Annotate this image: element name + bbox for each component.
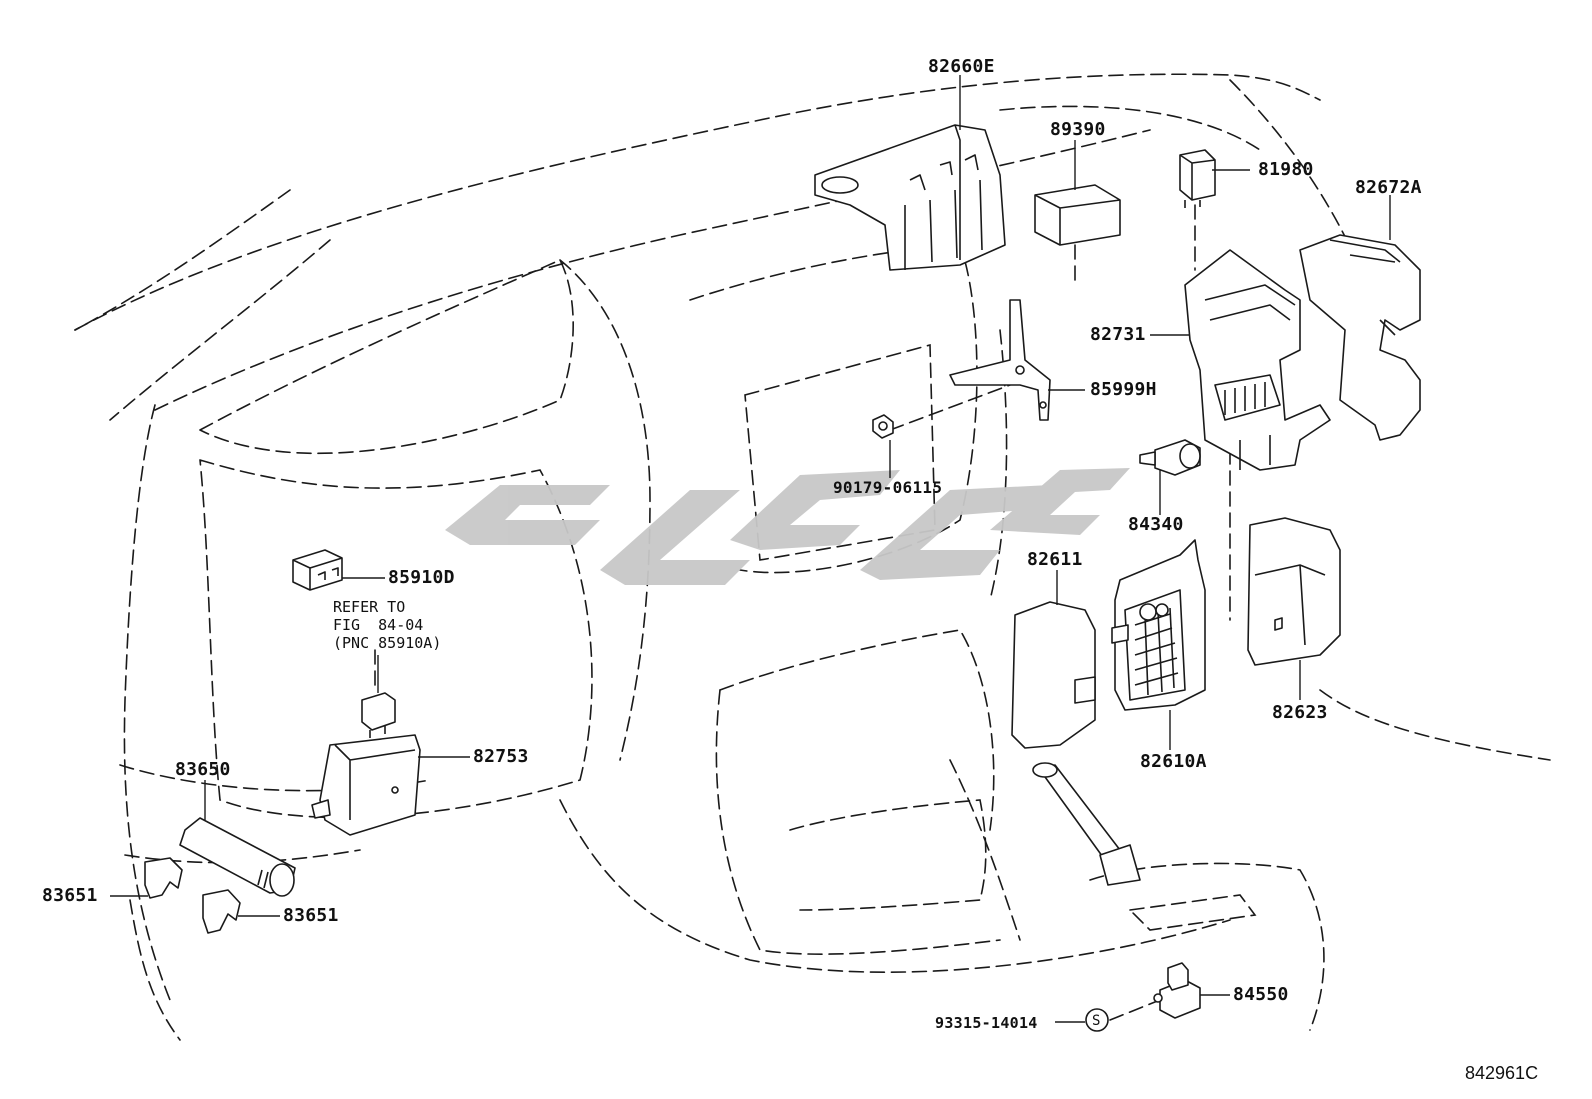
shifter-base (1089, 862, 1325, 1031)
center-stack-inner (689, 244, 978, 574)
label-82660E: 82660E (928, 56, 995, 77)
left-pillar (109, 239, 331, 421)
label-84550: 84550 (1233, 984, 1289, 1005)
label-83651-left: 83651 (42, 885, 98, 906)
right-lower-contour (1319, 689, 1551, 761)
part-89390-shape (1034, 184, 1121, 246)
console-side (949, 759, 1021, 941)
leader-85999H (889, 384, 1011, 431)
label-89390: 89390 (1050, 119, 1106, 140)
part-84340-shape (1139, 439, 1201, 476)
label-85999H: 85999H (1090, 379, 1157, 400)
leader-S (1109, 999, 1161, 1021)
center-display (744, 343, 936, 561)
part-85999H-shape (949, 299, 1051, 421)
dashboard-top-outline (74, 73, 1321, 331)
part-82611-shape (1011, 601, 1096, 749)
floor-contour (559, 799, 1231, 973)
watermark-logo (445, 468, 1130, 585)
console-tray (789, 799, 987, 911)
refer-note-line1: REFER TO (333, 598, 406, 616)
part-85910D-shape (292, 549, 343, 591)
part-82753-shape (311, 734, 421, 836)
label-83650: 83650 (175, 759, 231, 780)
glovebox-outline (199, 459, 593, 819)
dashboard-left-face (123, 404, 171, 1001)
label-82611: 82611 (1027, 549, 1083, 570)
label-s-fastener: S (1092, 1013, 1101, 1029)
shift-lever-shape (1032, 762, 1141, 886)
label-82731: 82731 (1090, 324, 1146, 345)
part-relay-small-shape (361, 692, 396, 738)
windshield-line (999, 105, 1261, 151)
left-pillar-2 (74, 189, 291, 331)
part-84550-shape (1153, 962, 1201, 1019)
label-81980: 81980 (1258, 159, 1314, 180)
label-82753: 82753 (473, 746, 529, 767)
label-84340: 84340 (1128, 514, 1184, 535)
label-82610A: 82610A (1140, 751, 1207, 772)
dashboard-mid-contour (199, 258, 574, 455)
shifter-gate (1128, 894, 1257, 931)
refer-note-line2: FIG 84-04 (333, 616, 424, 634)
label-93315-14014: 93315-14014 (935, 1014, 1038, 1032)
console-lower (715, 689, 1001, 955)
label-85910D: 85910D (388, 567, 455, 588)
refer-note-line3: (PNC 85910A) (333, 634, 442, 652)
part-90179-shape (872, 414, 894, 439)
part-83651a-shape (144, 857, 183, 899)
label-82623: 82623 (1272, 702, 1328, 723)
dashboard-lower-left (119, 764, 431, 792)
label-83651-right: 83651 (283, 905, 339, 926)
figure-number: 842961C (1465, 1063, 1539, 1083)
part-81980-shape (1179, 149, 1216, 208)
part-82672A-shape (1299, 234, 1421, 441)
label-90179-06115: 90179-06115 (833, 478, 943, 497)
fastener-s-circle (1085, 1008, 1109, 1032)
part-82610A-shape (1111, 539, 1206, 711)
part-83651b-shape (202, 889, 241, 934)
part-82731-shape (1184, 249, 1331, 471)
console-upper (719, 629, 995, 831)
label-82672A: 82672A (1355, 177, 1422, 198)
part-82623-shape (1247, 517, 1341, 666)
center-stack-outline (559, 259, 651, 761)
part-82660E-shape (814, 124, 1006, 271)
part-83650-shape (179, 817, 296, 897)
dash-floor-curve (129, 899, 181, 1041)
